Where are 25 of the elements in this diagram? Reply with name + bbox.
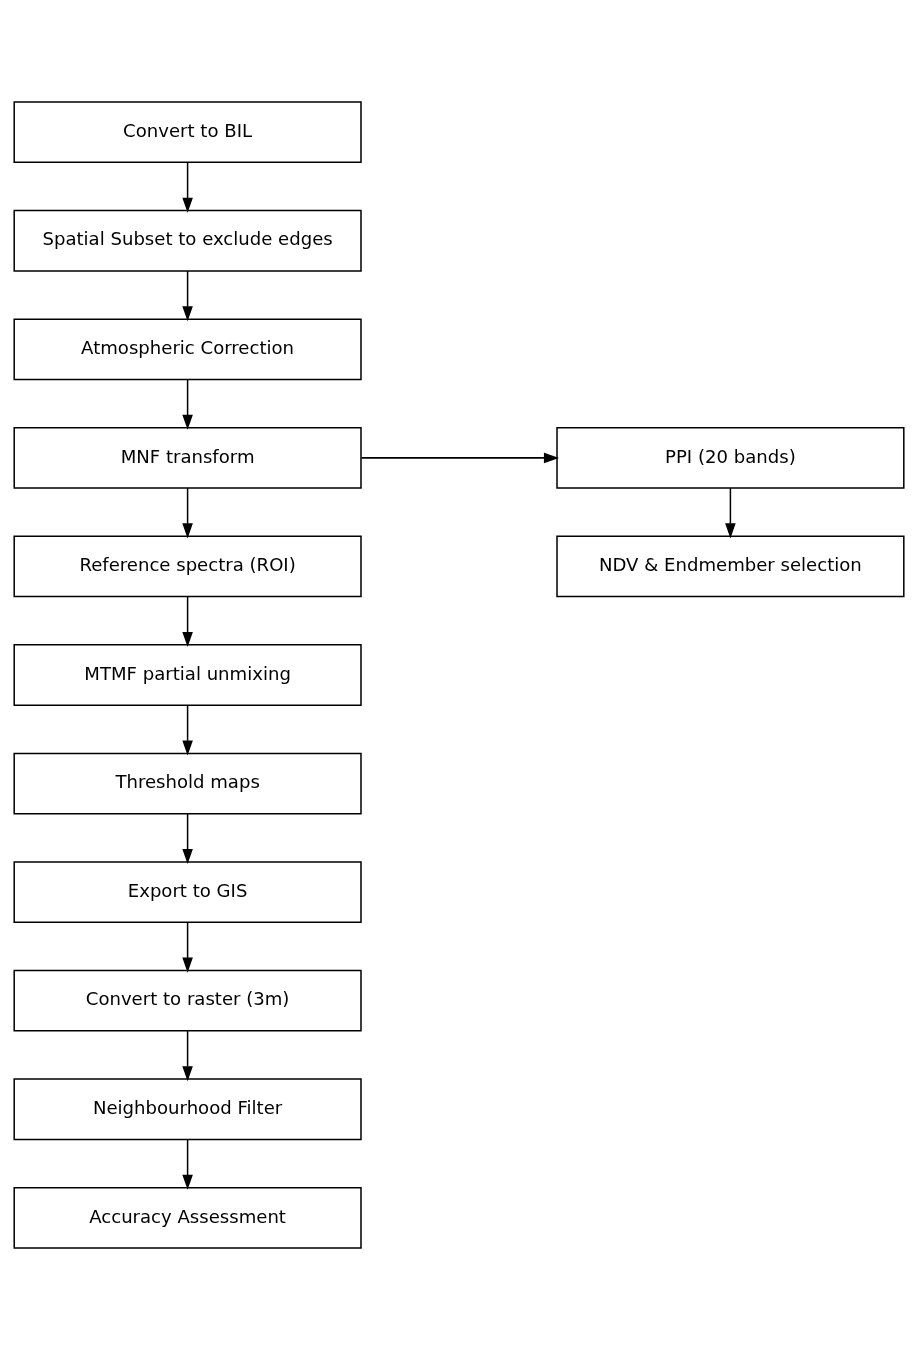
node-box: Neighbourhood Filter (13, 1077, 362, 1140)
node-box: Atmospheric Correction (13, 317, 362, 380)
arrow (182, 704, 193, 756)
arrow (182, 378, 193, 430)
arrow (360, 452, 560, 463)
arrow (182, 921, 193, 973)
node-box: Export to GIS (13, 860, 362, 923)
node-box: Convert to BIL (13, 100, 362, 163)
arrow (182, 812, 193, 864)
node-box: Threshold maps (13, 752, 362, 814)
node-box: NDV & Endmember selection (556, 535, 905, 597)
arrow (182, 161, 193, 213)
arrow (182, 1029, 193, 1081)
node-box: Accuracy Assessment (13, 1186, 362, 1249)
node-box: Convert to raster (3m) (13, 969, 362, 1032)
arrow (182, 595, 193, 647)
arrow (182, 1138, 193, 1190)
node-box: MTMF partial unmixing (13, 643, 362, 706)
node-box: Reference spectra (ROI) (13, 535, 362, 597)
arrow (182, 269, 193, 321)
node-box: Spatial Subset to exclude edges (13, 209, 362, 272)
arrow (725, 486, 736, 538)
arrow (182, 486, 193, 538)
node-box: PPI (20 bands) (556, 426, 905, 489)
node-box: MNF transform (13, 426, 362, 489)
